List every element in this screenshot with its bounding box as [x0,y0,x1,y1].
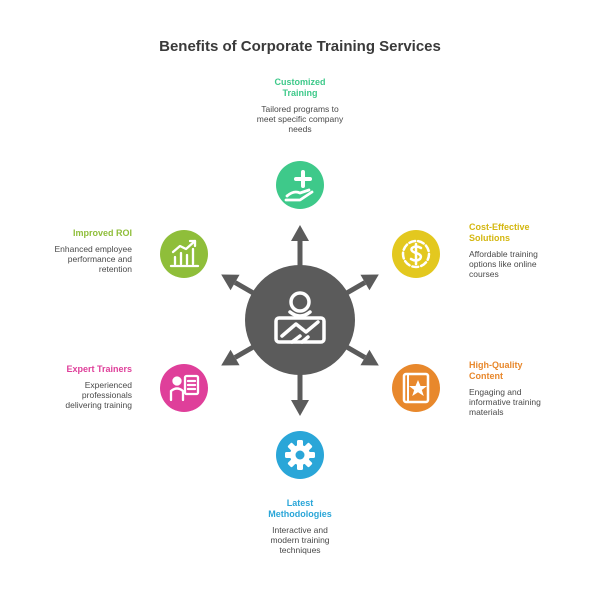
hub [245,265,355,375]
diagram-title: Benefits of Corporate Training Services [159,38,441,55]
cost-label: Cost-Effective Solutions Affordable trai… [469,222,561,279]
quality-title: High-Quality Content [469,360,523,381]
roi-description: Enhanced employee performance and retent… [54,244,132,274]
latest-description: Interactive and modern training techniqu… [270,525,330,555]
growth-chart-icon [169,239,200,268]
star-book-icon [402,372,430,404]
latest-title: Latest Methodologies [268,498,332,519]
expert-title: Expert Trainers [66,364,132,374]
expert-label: Expert Trainers Experienced professional… [38,364,132,410]
handshake-icon [274,291,326,344]
roi-label: Improved ROI Enhanced employee performan… [38,228,132,274]
quality-label: High-Quality Content Engaging and inform… [469,360,561,417]
presenter-icon [169,374,200,402]
roi-title: Improved ROI [72,228,132,238]
roi-node [160,230,208,278]
latest-node [276,431,324,479]
dollar-coin-icon [401,239,431,269]
gear-icon [285,440,315,470]
latest-label: Latest Methodologies Interactive and mod… [245,498,355,555]
cost-title: Cost-Effective Solutions [469,222,530,243]
arrow-down [291,370,309,416]
customized-description: Tailored programs to meet specific compa… [256,104,344,134]
expert-node [160,364,208,412]
quality-description: Engaging and informative training materi… [469,387,541,417]
quality-node [392,364,440,412]
arrow-up [291,225,309,270]
customized-node [276,161,324,209]
hand-plus-icon [284,170,314,202]
customized-title: Customized Training [274,77,326,98]
cost-description: Affordable training options like online … [469,249,538,279]
customized-label: Customized Training Tailored programs to… [245,77,355,134]
expert-description: Experienced professionals delivering tra… [65,380,132,410]
cost-node [392,230,440,278]
